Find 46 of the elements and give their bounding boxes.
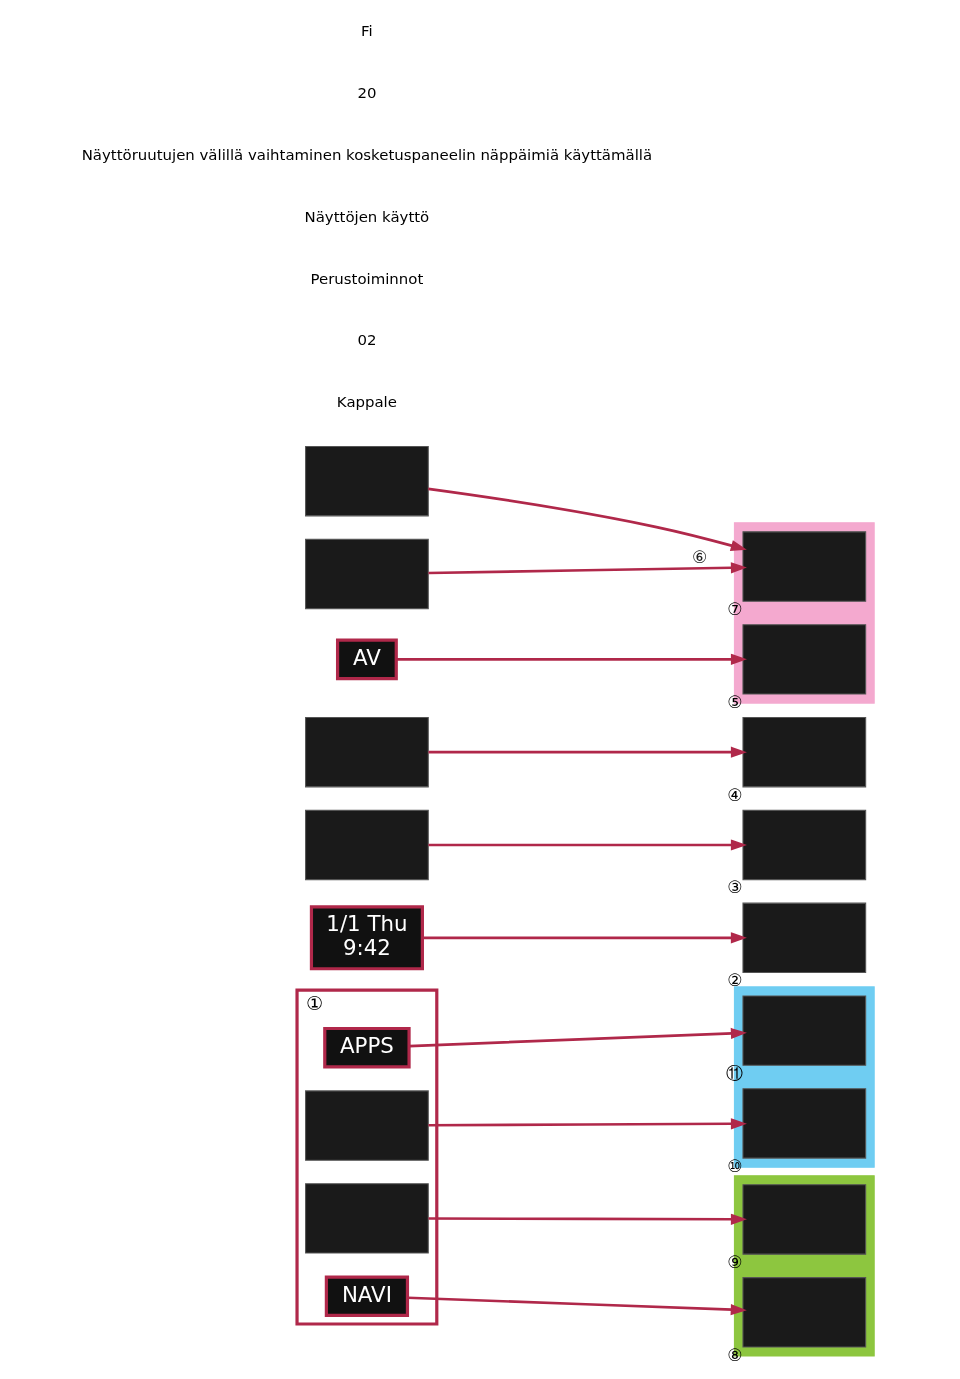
node-label: ⑤ bbox=[727, 691, 743, 712]
node-box bbox=[305, 1183, 429, 1254]
node-box bbox=[305, 809, 429, 881]
node-box bbox=[742, 624, 867, 695]
label: Kappale bbox=[336, 393, 397, 412]
edge-label: ⑥ bbox=[692, 547, 708, 568]
arrow bbox=[422, 932, 747, 944]
label: Fi bbox=[361, 22, 373, 41]
node-box bbox=[742, 902, 867, 973]
node-box bbox=[305, 446, 429, 517]
label: Näyttöruutujen välillä vaihtaminen kosketuspaneelin näppäimiä käyttämällä bbox=[81, 145, 653, 164]
node-box bbox=[742, 995, 867, 1066]
arrow bbox=[428, 1118, 747, 1130]
arrow bbox=[428, 746, 747, 758]
cluster bbox=[295, 988, 439, 1326]
node-label: ① bbox=[306, 991, 324, 1015]
node-box: APPS bbox=[323, 1026, 411, 1069]
node-box bbox=[742, 809, 867, 881]
node-box bbox=[742, 531, 867, 602]
node-box bbox=[305, 1090, 429, 1161]
node-box: NAVI bbox=[324, 1275, 410, 1318]
node-box bbox=[742, 1088, 867, 1159]
arrow bbox=[428, 839, 747, 851]
node-box bbox=[742, 716, 867, 788]
arrow bbox=[428, 487, 747, 551]
node-label: ④ bbox=[727, 784, 743, 805]
arrow bbox=[409, 1027, 747, 1048]
node-box: 1/1 Thu 9:42 bbox=[309, 905, 424, 971]
label: 20 bbox=[357, 83, 377, 102]
arrow bbox=[428, 1213, 747, 1225]
label: 02 bbox=[357, 331, 377, 350]
node-label: ⑧ bbox=[727, 1344, 743, 1365]
node-box bbox=[305, 538, 429, 610]
node-label: ⑩ bbox=[727, 1155, 743, 1176]
node-box bbox=[305, 716, 429, 788]
arrow bbox=[428, 562, 747, 575]
node-label: ⑦ bbox=[727, 598, 743, 619]
label: Näyttöjen käyttö bbox=[304, 207, 430, 226]
node-box bbox=[742, 1277, 867, 1348]
label: Perustoiminnot bbox=[310, 269, 424, 288]
node-label: ③ bbox=[727, 877, 743, 898]
node-box: AV bbox=[335, 638, 398, 681]
arrow bbox=[407, 1296, 747, 1316]
node-box bbox=[742, 1184, 867, 1255]
arrow bbox=[396, 653, 747, 665]
node-label: ② bbox=[727, 970, 743, 991]
